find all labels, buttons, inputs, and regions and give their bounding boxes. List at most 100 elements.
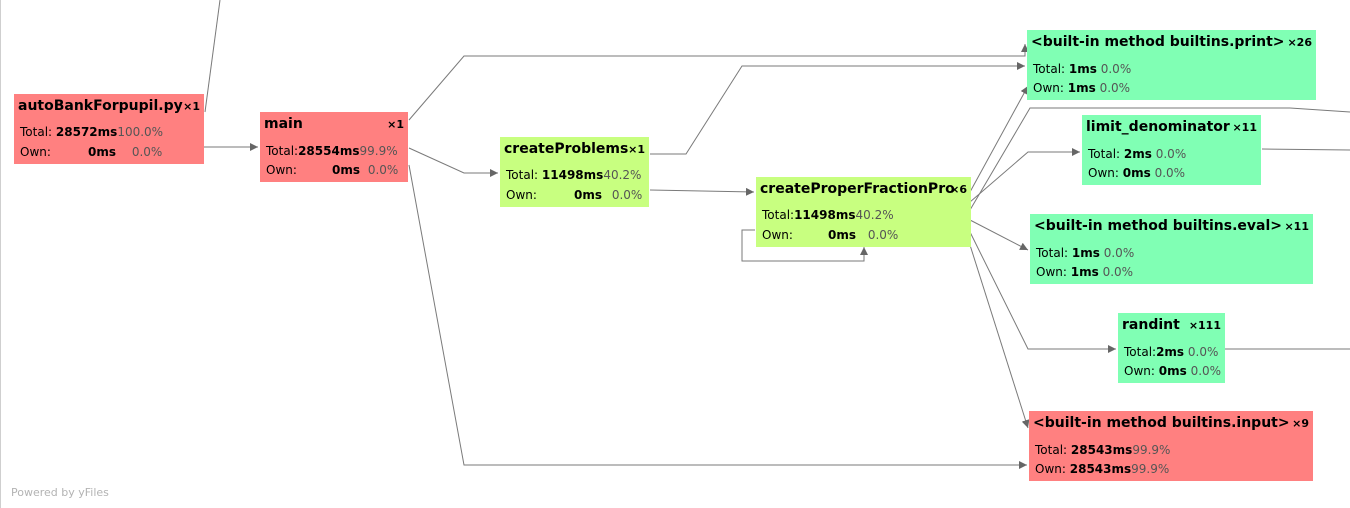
total-label: Total: [1035,443,1068,457]
own-ms: 0ms [332,163,360,177]
edge-main-to-createproblems [408,147,498,177]
total-ms: 11498ms [541,168,604,182]
own-pct: 0.0% [611,188,643,202]
own-ms: 0ms [574,188,602,202]
total-row: Total: 11498ms40.2% [506,168,641,182]
node-title: main [264,116,303,132]
own-ms: 0ms [828,228,856,242]
own-ms: 1ms [1070,265,1099,279]
own-row: Own: 1ms 0.0% [1036,265,1133,279]
total-ms: 2ms [1156,345,1185,359]
call-count: ×111 [1188,319,1221,332]
total-row: Total: 1ms 0.0% [1033,62,1131,76]
node-title: createProblems [504,141,629,157]
own-row: Own: 0ms 0.0% [762,228,898,242]
total-ms: 1ms [1068,62,1097,76]
total-ms: 1ms [1071,246,1100,260]
total-row: Total:2ms 0.0% [1124,345,1218,359]
own-pct: 0.0% [367,163,399,177]
total-row: Total: 1ms 0.0% [1036,246,1134,260]
total-label: Total: [1033,62,1066,76]
call-count: ×6 [950,183,967,196]
edge-limit-offscreen [1261,148,1350,151]
total-ms: 2ms [1123,147,1152,161]
node-limit-denominator[interactable]: limit_denominator ×11 Total: 2ms 0.0% Ow… [1082,115,1261,185]
total-pct: 0.0% [1103,246,1135,260]
total-label: Total: [762,208,795,222]
call-count: ×1 [628,143,645,156]
node-createproblems[interactable]: createProblems ×1 Total: 11498ms40.2% Ow… [500,137,649,207]
edge-createproper-self-loop [741,229,868,262]
total-pct: 40.2% [855,208,894,222]
edge-createproper-to-print [969,85,1029,193]
own-ms: 1ms [1067,81,1096,95]
own-row: Own: 0ms 0.0% [1124,364,1221,378]
total-label: Total: [1036,246,1069,260]
node-builtins-eval[interactable]: <built-in method builtins.eval> ×11 Tota… [1030,214,1313,284]
own-label: Own: [1088,166,1119,180]
yfiles-watermark: Powered by yFiles [11,486,109,499]
edge-main-to-print [408,44,1029,121]
node-title: <built-in method builtins.eval> [1034,218,1283,234]
own-label: Own: [506,188,537,202]
call-count: ×26 [1287,36,1312,49]
node-createproperfractionpro[interactable]: createProperFractionPro ×6 Total:11498ms… [756,177,971,247]
own-ms: 0ms [88,145,116,159]
total-pct: 40.2% [603,168,642,182]
own-row: Own: 0ms 0.0% [266,163,398,177]
own-label: Own: [762,228,793,242]
own-pct: 0.0% [867,228,899,242]
own-ms: 0ms [1122,166,1151,180]
edge-createproper-to-input [969,244,1030,429]
total-label: Total: [1124,345,1157,359]
own-pct: 0.0% [1154,166,1186,180]
node-title: randint [1122,317,1180,333]
own-pct: 0.0% [131,145,163,159]
total-pct: 0.0% [1100,62,1132,76]
total-pct: 99.9% [359,144,398,158]
total-label: Total: [20,125,53,139]
total-label: Total: [1088,147,1121,161]
edge-createproper-to-limit [969,148,1080,203]
call-count: ×11 [1232,121,1257,134]
total-row: Total: 28572ms100.0% [20,125,163,139]
own-label: Own: [1124,364,1155,378]
canvas-left-border [0,0,1,508]
total-pct: 100.0% [117,125,164,139]
node-title: <built-in method builtins.print> [1031,34,1285,50]
own-label: Own: [1033,81,1064,95]
node-randint[interactable]: randint ×111 Total:2ms 0.0% Own: 0ms 0.0… [1118,313,1225,383]
own-pct: 0.0% [1102,265,1134,279]
total-ms: 28554ms [298,144,360,158]
node-title: createProperFractionPro [760,181,955,197]
call-count: ×9 [1292,417,1309,430]
total-ms: 28543ms [1070,443,1133,457]
total-pct: 0.0% [1187,345,1219,359]
edge-main-to-input [408,164,1027,469]
node-main[interactable]: main ×1 Total:28554ms99.9% Own: 0ms 0.0% [260,112,408,182]
own-pct: 0.0% [1099,81,1131,95]
node-builtins-input[interactable]: <built-in method builtins.input> ×9 Tota… [1029,411,1313,481]
edge-createproper-to-randint [969,231,1116,353]
total-ms: 11498ms [794,208,856,222]
own-label: Own: [1035,462,1066,476]
own-label: Own: [266,163,297,177]
call-count: ×1 [183,100,200,113]
total-row: Total:28554ms99.9% [266,144,398,158]
node-builtins-print[interactable]: <built-in method builtins.print> ×26 Tot… [1027,30,1316,100]
own-row: Own: 0ms 0.0% [20,145,162,159]
edge-createproper-offscreen [969,107,1350,211]
own-pct: 0.0% [1190,364,1222,378]
own-pct: 99.9% [1131,462,1170,476]
total-row: Total: 28543ms99.9% [1035,443,1170,457]
own-label: Own: [20,145,51,159]
node-title: <built-in method builtins.input> [1033,415,1290,431]
node-title: limit_denominator [1086,119,1230,135]
node-autobankforpupil[interactable]: autoBankForpupil.py ×1 Total: 28572ms100… [14,94,204,164]
total-row: Total:11498ms40.2% [762,208,894,222]
total-pct: 0.0% [1155,147,1187,161]
call-count: ×1 [387,118,404,131]
own-row: Own: 28543ms99.9% [1035,462,1169,476]
